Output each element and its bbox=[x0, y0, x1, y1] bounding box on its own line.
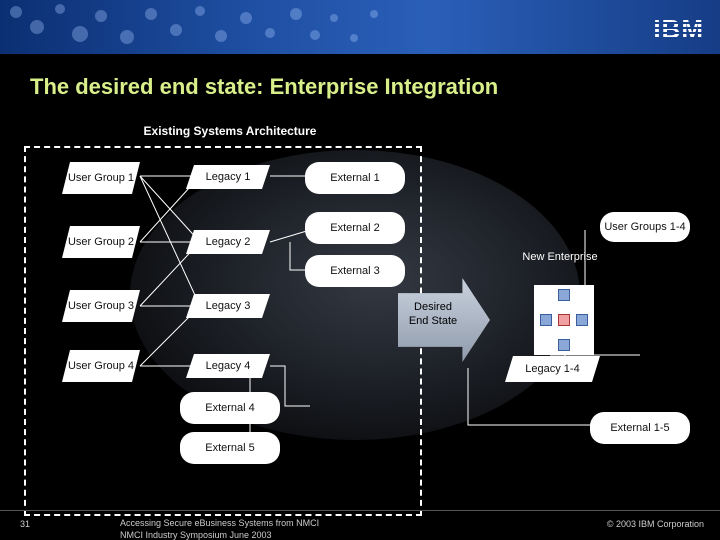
external-3-box: External 3 bbox=[305, 255, 405, 287]
new-enterprise-hub bbox=[534, 285, 594, 355]
external-5-box: External 5 bbox=[180, 432, 280, 464]
page-number: 31 bbox=[20, 519, 30, 529]
user-group-3-box: User Group 3 bbox=[62, 290, 140, 322]
footer-divider bbox=[0, 510, 720, 511]
external-1-box: External 1 bbox=[305, 162, 405, 194]
legacy-3-box: Legacy 3 bbox=[186, 294, 270, 318]
footer-line-1: Accessing Secure eBusiness Systems from … bbox=[120, 517, 319, 529]
copyright: © 2003 IBM Corporation bbox=[607, 519, 704, 529]
legacy-1-4-box: Legacy 1-4 bbox=[505, 356, 600, 382]
external-2-box: External 2 bbox=[305, 212, 405, 244]
user-group-4-box: User Group 4 bbox=[62, 350, 140, 382]
legacy-4-box: Legacy 4 bbox=[186, 354, 270, 378]
legacy-1-box: Legacy 1 bbox=[186, 165, 270, 189]
new-enterprise-label: New Enterprise bbox=[505, 250, 615, 264]
footer-line-2: NMCI Industry Symposium June 2003 bbox=[120, 529, 319, 540]
footer-event-text: Accessing Secure eBusiness Systems from … bbox=[120, 517, 319, 540]
user-groups-1-4-box: User Groups 1-4 bbox=[600, 212, 690, 242]
legacy-2-box: Legacy 2 bbox=[186, 230, 270, 254]
user-group-1-box: User Group 1 bbox=[62, 162, 140, 194]
desired-end-state-label: Desired End State bbox=[405, 300, 461, 328]
user-group-2-box: User Group 2 bbox=[62, 226, 140, 258]
external-4-box: External 4 bbox=[180, 392, 280, 424]
external-1-5-box: External 1-5 bbox=[590, 412, 690, 444]
